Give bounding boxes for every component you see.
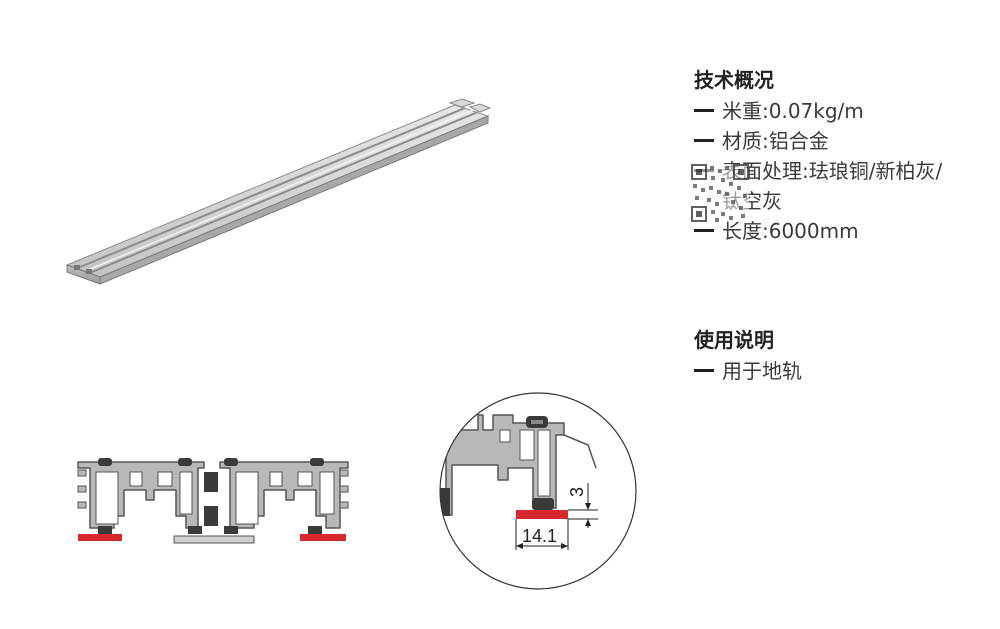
usage-section: 使用说明 用于地轨 [694, 326, 994, 386]
bullet-dash-icon [694, 139, 714, 142]
dim-height-label: 3 [567, 487, 587, 497]
spec-length-text: 长度:6000mm [722, 219, 859, 243]
usage-title: 使用说明 [694, 328, 774, 352]
usage-item-text: 用于地轨 [722, 359, 802, 383]
bullet-dash-icon [694, 109, 714, 112]
spec-finish: 表面处理:珐琅铜/新柏灰/ [694, 156, 994, 186]
rail-product-image [65, 98, 492, 285]
usage-item: 用于地轨 [694, 356, 994, 386]
spec-length: 长度:6000mm [694, 216, 994, 246]
spec-material: 材质:铝合金 [694, 126, 994, 156]
bullet-dash-icon [694, 229, 714, 232]
spec-finish-text: 表面处理:珐琅铜/新柏灰/ [722, 159, 943, 183]
cross-section-drawing [77, 458, 349, 544]
bullet-dash-icon [694, 369, 714, 372]
spec-material-text: 材质:铝合金 [722, 129, 829, 153]
spec-weight-text: 米重:0.07kg/m [722, 99, 864, 123]
qr-code-icon [691, 164, 749, 222]
spec-weight: 米重:0.07kg/m [694, 96, 994, 126]
dim-width-label: 14.1 [522, 526, 557, 546]
detail-view: 3 14.1 [439, 392, 637, 590]
spec-title: 技术概况 [694, 68, 774, 92]
